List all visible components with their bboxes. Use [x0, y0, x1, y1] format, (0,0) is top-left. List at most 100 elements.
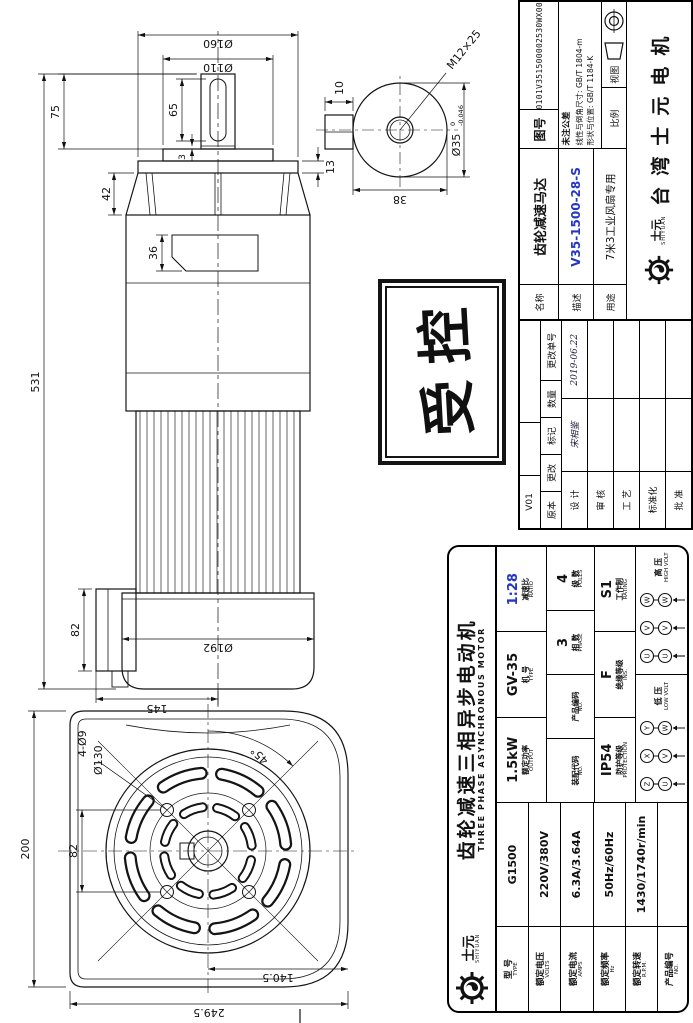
logo-en: SHIYUAN [475, 933, 481, 963]
cell-value: IP54 [599, 743, 615, 777]
cell-label-en: NO. [578, 701, 585, 712]
side-view-dimensions [38, 31, 324, 705]
row-label-en: NO. [674, 964, 681, 974]
controlled-stamp: 受控 [378, 279, 506, 465]
sign-date [588, 321, 613, 398]
terminal-label: U [662, 653, 670, 658]
dim-d130: Ø130 [92, 745, 105, 775]
dim-3: 3 [178, 154, 188, 160]
front-view-dim-labels: 200 82 249.5 140.5 4-Ø9 Ø130 45° [19, 730, 294, 1019]
drawing-number: 0101V351500002530WX00 [534, 2, 544, 110]
tolerance-line2: 形状与位置: GB/T 1184-K [586, 55, 595, 146]
sign-label: 标准化 [640, 471, 665, 528]
scale-label: 比例 [610, 109, 621, 128]
sign-name [640, 398, 665, 471]
revision-row: V01 [520, 321, 541, 528]
title-block-right: 名称 齿轮减速马达 描述 V35-1500-28-S 用途 7米3工业风扇专用 … [520, 2, 691, 320]
sign-name: 宋相鉴 [562, 398, 587, 471]
dim-d35-tol-lo: -0.046 [457, 105, 465, 126]
title-block: V01 原本 更改 标记 数量 更改单号 设 计 宋相鉴 2019-06.22 … [518, 0, 693, 530]
shaft-view-dimensions [324, 82, 470, 195]
shaft-view-dim-labels: 38 10 Ø35 0 -0.046 M12×25 [333, 27, 484, 206]
sign-date [666, 321, 691, 398]
terminal-label: X [644, 753, 652, 758]
row-value [658, 803, 689, 926]
wiring-low-voltage: Z U X V Y W 低 压 LOW VOLT [635, 674, 689, 802]
company-name: 台湾士元电机 [649, 25, 672, 206]
terminal-label: V [662, 625, 670, 630]
cell-label-en: RATING [622, 579, 629, 600]
sign-row-process: 工 艺 [614, 321, 640, 528]
tolerance-label: 未注公差 [562, 111, 572, 146]
dim-d35: Ø35 [450, 134, 463, 157]
projection-symbol-icon [604, 8, 624, 60]
model-code: V35-1500-28-S [569, 167, 583, 267]
field-label: 用途 [594, 284, 626, 320]
front-view-dimensions [28, 710, 349, 1009]
dim-65: 65 [167, 103, 180, 117]
nameplate-header: 士元 SHIYUAN 齿轮减速三相异步电动机 THREE PHASE ASYNC… [449, 547, 497, 1011]
nameplate-title-cn: 齿轮减速三相异步电动机 [456, 618, 479, 861]
terminal-label: V [644, 625, 652, 630]
revision-header-row: 原本 更改 标记 数量 更改单号 [541, 321, 562, 528]
sign-name [666, 398, 691, 471]
company-logo-text: 士元 SHIYUAN [650, 216, 667, 245]
controlled-stamp-border: 受控 [385, 286, 499, 458]
tolerance-line1: 线性与倒角尺寸: GB/T 1804-m [574, 38, 584, 146]
gear-logo-icon [644, 255, 674, 285]
side-view [95, 31, 315, 1023]
row-value: 50Hz/60Hz [602, 831, 616, 898]
dim-d192: Ø192 [203, 641, 233, 654]
sign-label: 设 计 [562, 471, 587, 528]
rev-header: 更改 [541, 454, 561, 491]
view-cell: 视图 [602, 2, 626, 87]
low-voltage-diagram-icon: Z U X V Y W [640, 720, 686, 792]
row-label-en: Hz [609, 965, 616, 973]
revision-code: V01 [520, 475, 540, 528]
dim-82-box: 82 [69, 623, 82, 637]
cell-label-en: NO. [578, 765, 585, 776]
high-volt-label-en: HIGH VOLT [663, 552, 670, 582]
sign-date [614, 321, 639, 398]
high-voltage-diagram-icon: U U V V W W [640, 592, 686, 664]
company-row: 士元 SHIYUAN 台湾士元电机 [627, 2, 691, 319]
field-label: 名称 [520, 284, 558, 320]
cell-value: 3 [555, 637, 571, 648]
high-volt-label-cn: 高 压 [654, 557, 663, 577]
shaft-end-view [316, 72, 458, 187]
sign-row-standard: 标准化 [640, 321, 666, 528]
row-label-en: VOLTS [545, 960, 552, 978]
terminal-label: V [662, 753, 670, 758]
low-volt-label-cn: 低 压 [654, 686, 663, 706]
cell-value: F [599, 670, 615, 679]
view-label: 视图 [610, 65, 621, 84]
low-volt-label-en: LOW VOLT [663, 681, 670, 710]
cell-value: 4 [555, 573, 571, 584]
field-name: 名称 齿轮减速马达 [520, 149, 559, 320]
dim-d160: Ø160 [203, 37, 233, 50]
dim-145: 145 [147, 702, 168, 715]
field-desc: 描述 V35-1500-28-S [559, 149, 594, 320]
row-value: 220V/380V [538, 831, 552, 898]
sign-row-approve: 批 准 [666, 321, 691, 528]
terminal-label: Z [644, 781, 652, 786]
revision-signature-table: V01 原本 更改 标记 数量 更改单号 设 计 宋相鉴 2019-06.22 … [520, 319, 691, 528]
sign-label: 审 核 [588, 471, 613, 528]
terminal-label: U [644, 653, 652, 658]
nameplate-logo-text: 士元 SHIYUAN [462, 933, 481, 963]
scale-cell: 比例 [602, 87, 626, 149]
row-label-en: R.P.M. [641, 960, 648, 978]
